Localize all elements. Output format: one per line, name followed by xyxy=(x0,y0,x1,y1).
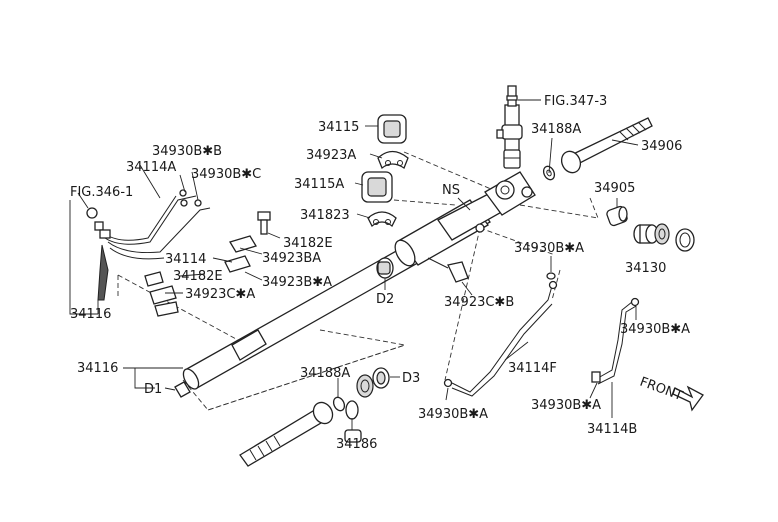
label-34930bc: 34930B✱C xyxy=(191,167,261,182)
label-34182e-lower: 34182E xyxy=(173,269,223,284)
label-34114: 34114 xyxy=(165,252,206,267)
label-34923ca: 34923C✱A xyxy=(185,287,255,302)
part-labels: FIG.347-3 34188A 34906 34115 34923A 3411… xyxy=(70,94,690,452)
assembly-dashed-lines xyxy=(117,151,599,411)
label-34923ba-lower: 34923B✱A xyxy=(262,275,332,290)
label-d3: D3 xyxy=(402,371,420,386)
label-34130: 34130 xyxy=(625,261,666,276)
label-34905: 34905 xyxy=(594,181,635,196)
clip-34923ca xyxy=(149,285,179,317)
label-34115a: 34115A xyxy=(294,177,344,192)
label-34186: 34186 xyxy=(336,437,377,452)
label-34930ba-mid: 34930B✱A xyxy=(514,241,584,256)
label-34116-top: 34116 xyxy=(70,307,111,322)
clip-34923ba-lower xyxy=(224,255,251,273)
clip-34923cb xyxy=(427,257,469,283)
label-34114b: 34114B xyxy=(587,422,637,437)
label-front: FRONT xyxy=(638,375,685,404)
bushing-d2 xyxy=(376,257,394,279)
bolt-34182e-upper xyxy=(257,211,271,235)
clamp-341823 xyxy=(367,211,397,228)
label-34923a: 34923A xyxy=(306,148,356,163)
label-34182e-upper: 34182E xyxy=(283,236,333,251)
washer-34188a-bottom xyxy=(332,396,346,412)
clip-34923ba xyxy=(229,235,257,253)
label-ns: NS xyxy=(442,183,460,198)
label-34114a: 34114A xyxy=(126,160,176,175)
o-ring-34930ba-mid xyxy=(546,272,556,280)
bushing-d3 xyxy=(372,367,390,389)
bushing-34186 xyxy=(344,374,374,443)
label-34116-bottom: 34116 xyxy=(77,361,118,376)
label-34930bb: 34930B✱B xyxy=(152,144,222,159)
label-fig347[interactable]: FIG.347-3 xyxy=(544,94,607,109)
bolt-34182e-lower xyxy=(144,271,164,287)
pinion-shaft xyxy=(496,85,523,169)
steering-rack-housing xyxy=(182,171,536,390)
label-34930ba-bottom-right: 34930B✱A xyxy=(531,398,601,413)
tie-rod-lower-left xyxy=(239,401,334,467)
mount-bushing-34115a xyxy=(361,171,393,203)
bushing-34905 xyxy=(606,205,628,227)
label-34906: 34906 xyxy=(641,139,682,154)
clamp-34923a xyxy=(377,150,409,170)
pipe-34114f xyxy=(443,280,558,397)
label-34930ba-bottom-left: 34930B✱A xyxy=(418,407,488,422)
label-34188a-top: 34188A xyxy=(531,122,581,137)
label-34923ba: 34923BA xyxy=(262,251,321,266)
label-fig346[interactable]: FIG.346-1 xyxy=(70,185,133,200)
label-34188a-bottom: 34188A xyxy=(300,366,350,381)
bushing-set-34130 xyxy=(633,223,695,252)
label-34114f: 34114F xyxy=(508,361,557,376)
front-arrow-icon xyxy=(672,385,704,412)
leader-lines xyxy=(69,99,639,430)
mount-bushing-34115 xyxy=(377,114,407,144)
pipe-34114b xyxy=(591,297,640,385)
label-34115: 34115 xyxy=(318,120,359,135)
cap-d1 xyxy=(174,381,191,398)
label-34923cb: 34923C✱B xyxy=(444,295,514,310)
label-d2: D2 xyxy=(376,292,394,307)
label-341823: 341823 xyxy=(300,208,350,223)
label-34930ba-right: 34930B✱A xyxy=(620,322,690,337)
pipe-34114 xyxy=(107,207,211,260)
tie-rod-34906 xyxy=(560,117,653,174)
label-d1: D1 xyxy=(144,382,162,397)
